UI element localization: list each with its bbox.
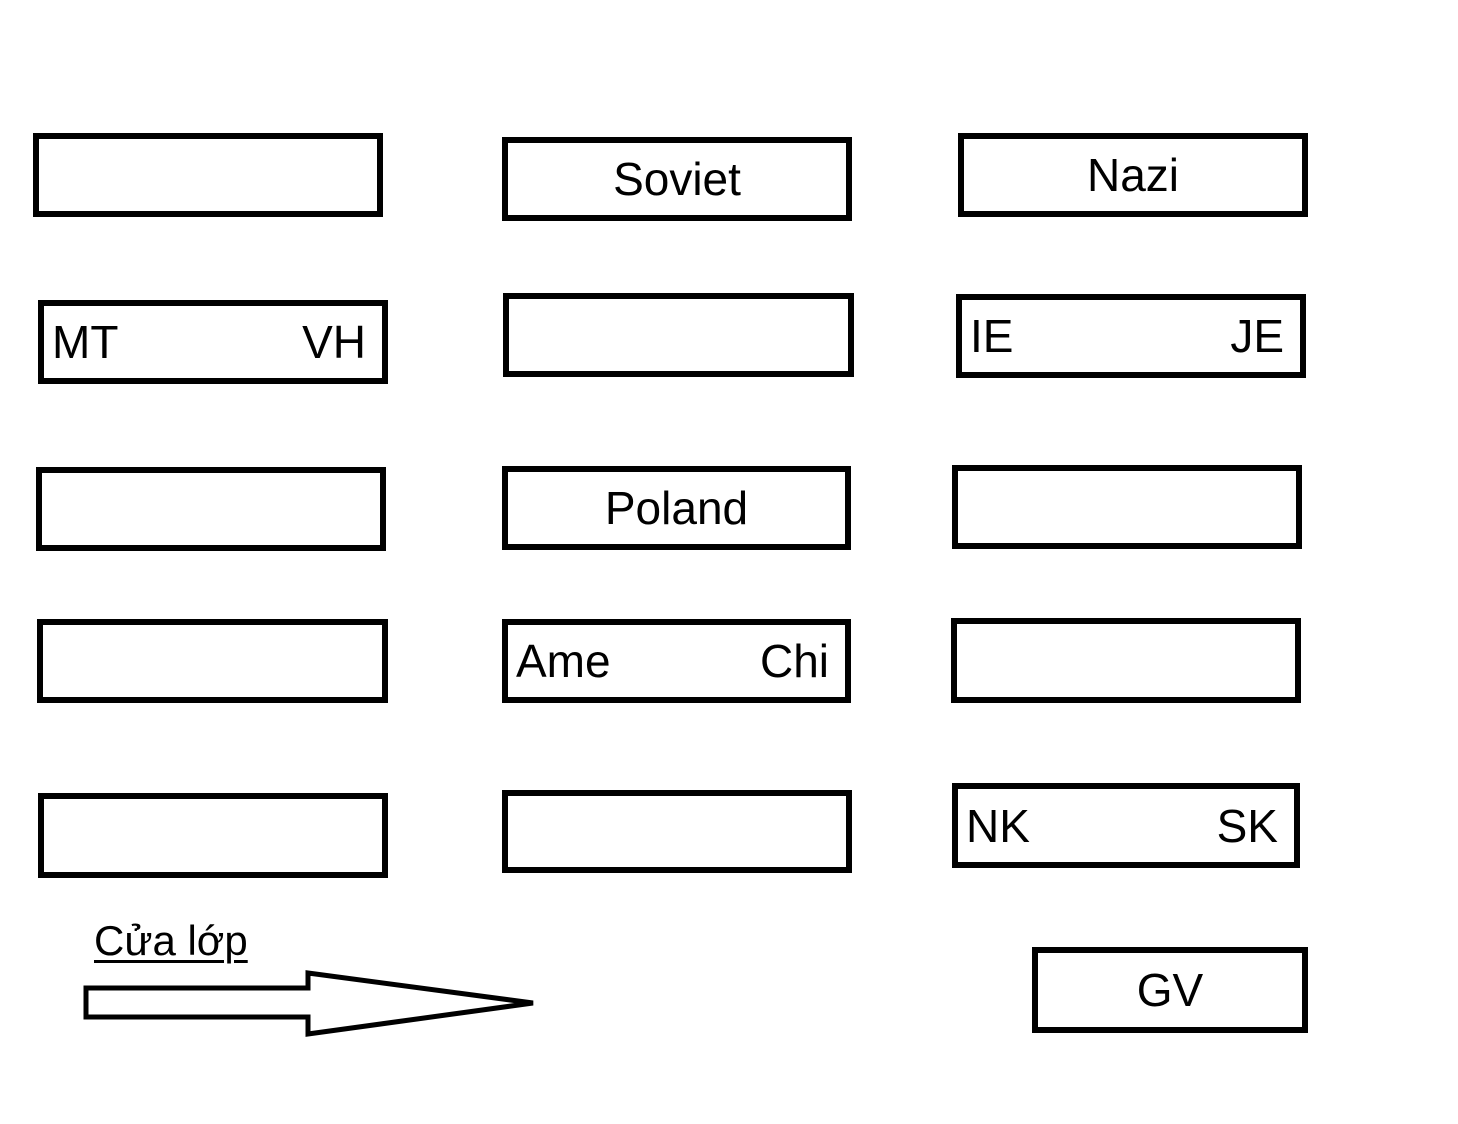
teacher-desk-gv: GV [1032, 947, 1308, 1033]
desk-row4-middle-ame-chi: Ame Chi [502, 619, 851, 703]
desk-label-mt: MT [52, 316, 119, 368]
desk-label-ame: Ame [516, 635, 611, 687]
desk-label-je: JE [1230, 310, 1284, 362]
desk-label-chi: Chi [759, 635, 829, 687]
desk-row3-left-empty [36, 467, 386, 551]
desk-row4-left-empty [37, 619, 388, 703]
desk-row5-middle-empty [502, 790, 852, 873]
desk-row5-left-empty [38, 793, 388, 878]
desk-label-vh: VH [302, 316, 366, 368]
desk-row2-right-ie-je: IE JE [956, 294, 1306, 378]
desk-row1-middle-soviet: Soviet [502, 137, 852, 221]
desk-row1-left-empty [33, 133, 383, 217]
door-direction-arrow-icon [83, 970, 534, 1037]
desk-label-nazi: Nazi [1086, 149, 1180, 201]
desk-row1-right-nazi: Nazi [958, 133, 1308, 217]
desk-label-nk: NK [966, 799, 1030, 852]
desk-label-sk: SK [1216, 799, 1278, 852]
desk-row2-middle-empty [503, 293, 854, 377]
door-label: Cửa lớp [94, 917, 248, 964]
desk-row5-right-nk-sk: NK SK [952, 783, 1300, 868]
desk-row3-right-empty [952, 465, 1302, 549]
desk-label-soviet: Soviet [613, 153, 741, 205]
teacher-desk-label: GV [1136, 964, 1204, 1016]
desk-label-ie: IE [970, 310, 1014, 362]
desk-label-poland: Poland [604, 482, 749, 534]
desk-row2-left-mt-vh: MT VH [38, 300, 388, 384]
desk-row4-right-empty [951, 618, 1301, 703]
desk-row3-middle-poland: Poland [502, 466, 851, 550]
